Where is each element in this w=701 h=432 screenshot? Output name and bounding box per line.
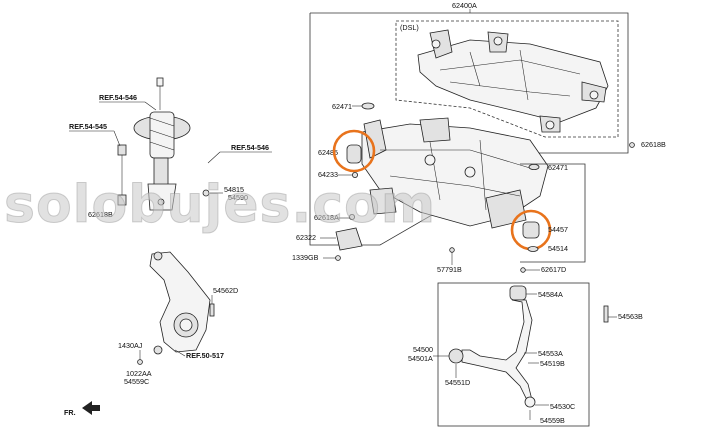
front-indicator-label: FR. <box>64 408 76 417</box>
ref-50517: REF.50-517 <box>186 351 224 360</box>
label-54590: 54590 <box>228 193 248 202</box>
steering-knuckle <box>149 251 211 355</box>
label-64233: 64233 <box>318 170 338 179</box>
label-54457: 54457 <box>548 225 568 234</box>
bushing-62485 <box>346 144 362 164</box>
label-54530C: 54530C <box>550 402 575 411</box>
label-54500: 54500 <box>413 345 433 354</box>
mount-62471-right <box>528 163 540 170</box>
label-57791B: 57791B <box>437 265 462 274</box>
lower-control-arm <box>448 299 536 408</box>
label-62471-a: 62471 <box>332 102 352 111</box>
label-62618B: 62618B <box>641 140 666 149</box>
label-54559B: 54559B <box>540 416 565 425</box>
label-1339GB: 1339GB <box>292 253 319 262</box>
watermark-logo: solobujes.com solobujes.com <box>4 175 436 236</box>
label-54551D: 54551D <box>445 378 470 387</box>
label-54563B: 54563B <box>618 312 643 321</box>
label-1022AA: 1022AA <box>126 369 152 378</box>
label-62322: 62322 <box>296 233 316 242</box>
label-62471-b: 62471 <box>548 163 568 172</box>
strut-assembly <box>117 77 191 211</box>
label-54815: 54815 <box>224 185 244 194</box>
svg-text:solobujes.com: solobujes.com <box>4 175 436 235</box>
svg-text:solobujes.com: solobujes.com <box>4 175 436 235</box>
bracket-62322 <box>335 227 363 251</box>
lower-arm-box <box>437 282 590 427</box>
dsl-variant-box <box>395 20 619 138</box>
label-62618B-left: 62618B <box>88 210 113 219</box>
ref-54545: REF.54-545 <box>69 122 107 131</box>
label-54519B: 54519B <box>540 359 565 368</box>
label-62400A: 62400A <box>452 1 477 10</box>
mount-62471-top <box>361 102 375 110</box>
label-62618A: 62618A <box>314 213 339 222</box>
label-54559C: 54559C <box>124 377 149 386</box>
label-54562D: 54562D <box>213 286 238 295</box>
label-54553A: 54553A <box>538 349 563 358</box>
highlight-circle-left <box>332 129 376 173</box>
label-54584A: 54584A <box>538 290 563 299</box>
bushing-54457 <box>522 221 540 239</box>
arrow-icon <box>82 401 100 415</box>
label-54501A: 54501A <box>408 354 433 363</box>
label-1430AJ: 1430AJ <box>118 341 143 350</box>
label-62485: 62485 <box>318 148 338 157</box>
label-54514: 54514 <box>548 244 568 253</box>
bushing-54584A <box>509 285 527 301</box>
ref-54546-right: REF.54-546 <box>231 143 269 152</box>
dsl-subframe-illustration <box>417 29 609 133</box>
label-dsl: (DSL) <box>400 23 419 32</box>
bushing-detail-box <box>520 163 586 263</box>
label-62617D: 62617D <box>541 265 566 274</box>
ref-54546-top: REF.54-546 <box>99 93 137 102</box>
